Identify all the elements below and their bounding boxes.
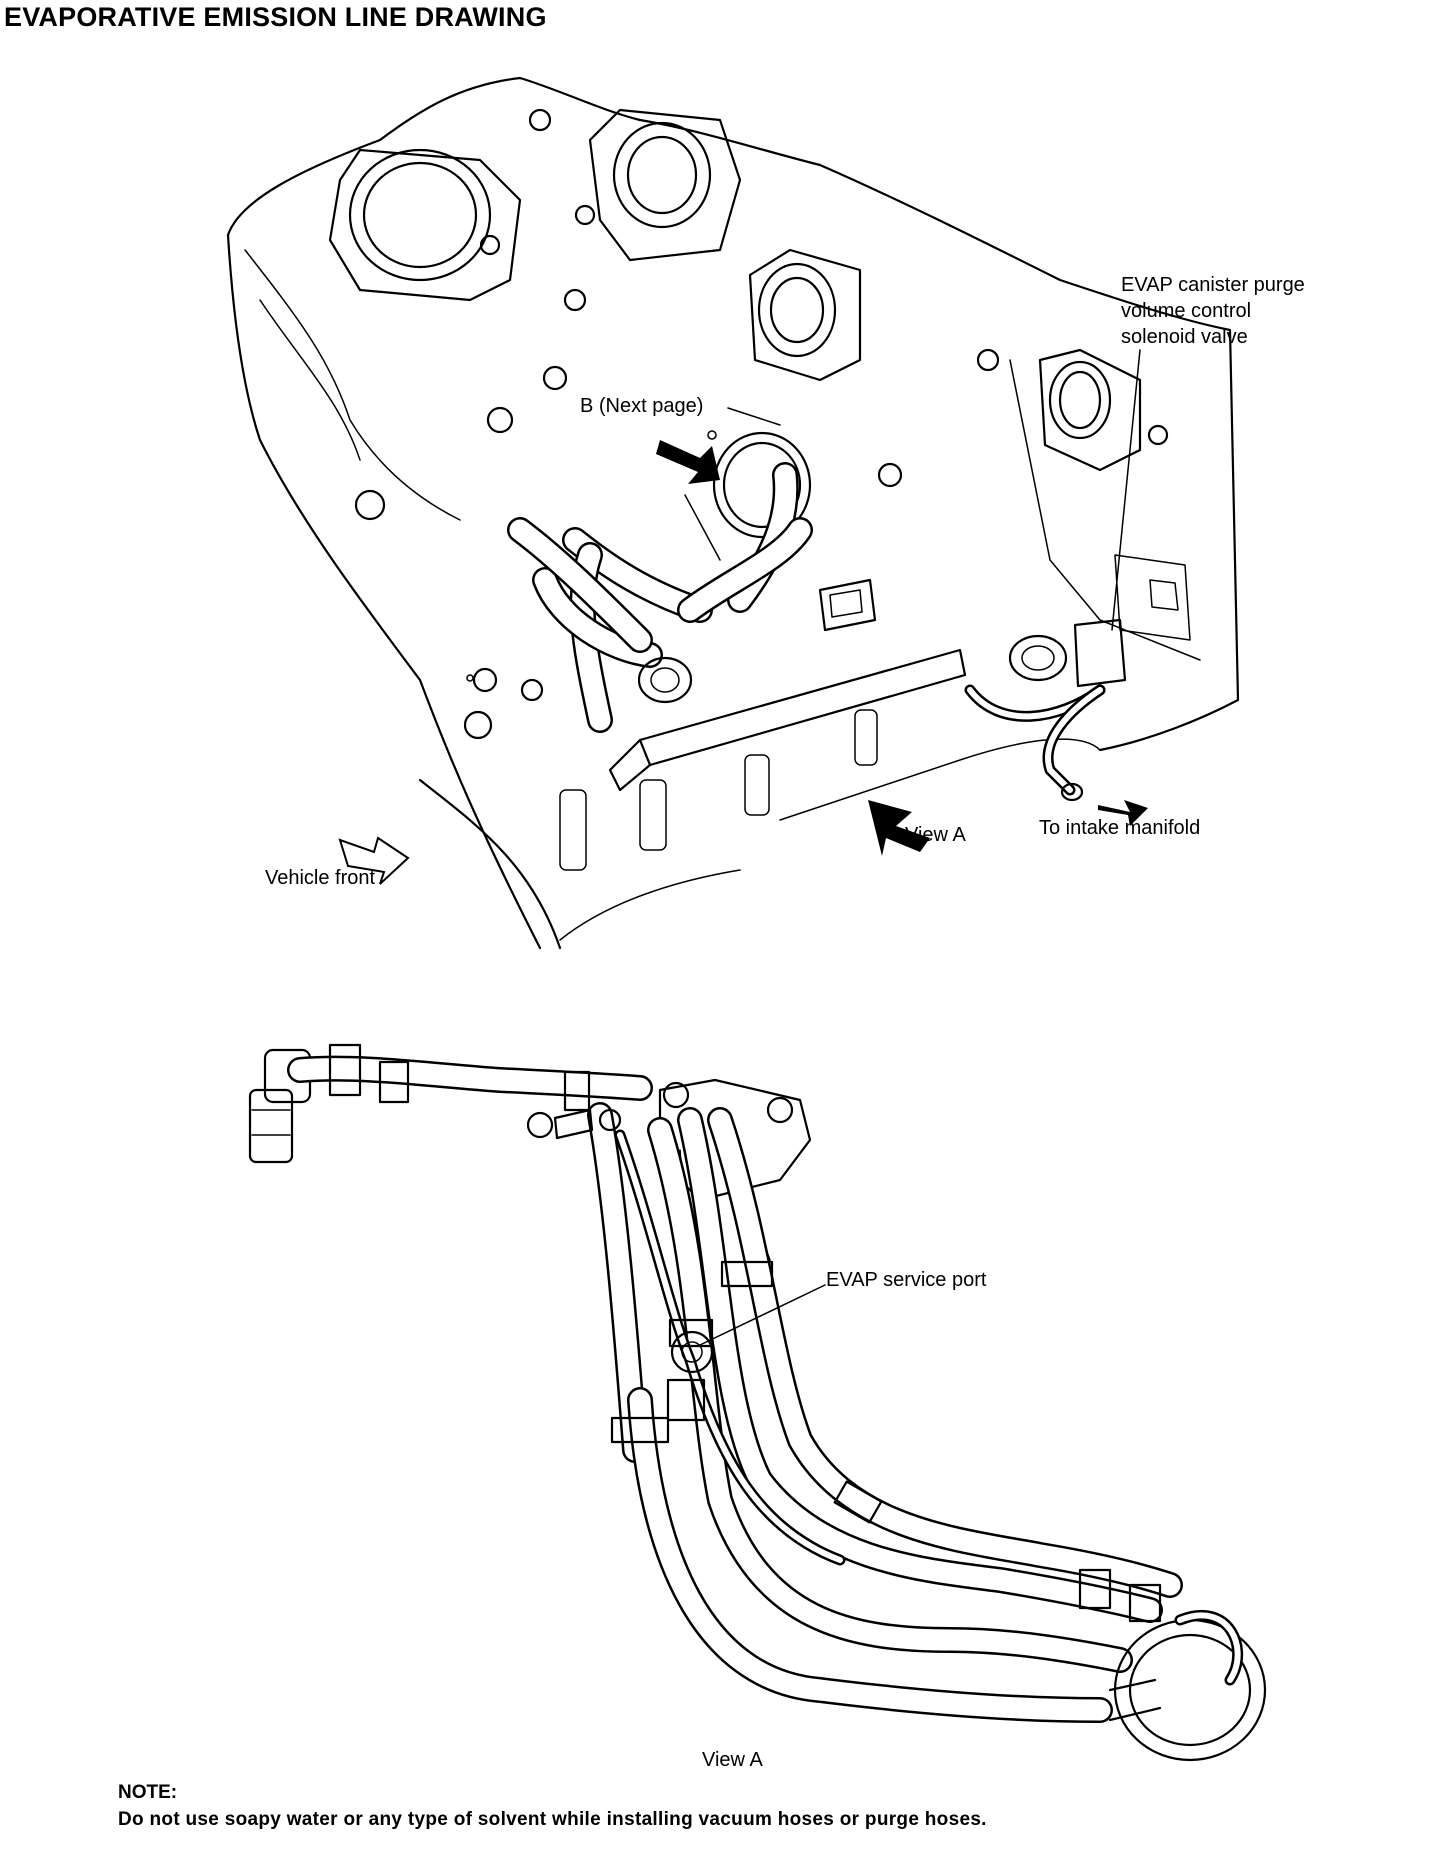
label-purge-valve-line2: volume control bbox=[1121, 300, 1252, 322]
label-view-a-arrow: View A bbox=[905, 824, 966, 846]
label-purge-valve-line3: solenoid valve bbox=[1121, 326, 1248, 348]
note-text: Do not use soapy water or any type of so… bbox=[118, 1809, 987, 1830]
label-purge-valve-line1: EVAP canister purge bbox=[1121, 274, 1305, 296]
label-to-intake-manifold: To intake manifold bbox=[1039, 817, 1201, 839]
label-view-a-caption: View A bbox=[702, 1749, 763, 1771]
note-heading: NOTE: bbox=[118, 1782, 178, 1803]
page-title: EVAPORATIVE EMISSION LINE DRAWING bbox=[4, 2, 547, 32]
label-vehicle-front: Vehicle front bbox=[265, 867, 376, 889]
engine-top-view-diagram bbox=[226, 76, 1240, 950]
label-evap-service-port: EVAP service port bbox=[826, 1269, 987, 1291]
label-b-next-page: B (Next page) bbox=[580, 395, 704, 417]
